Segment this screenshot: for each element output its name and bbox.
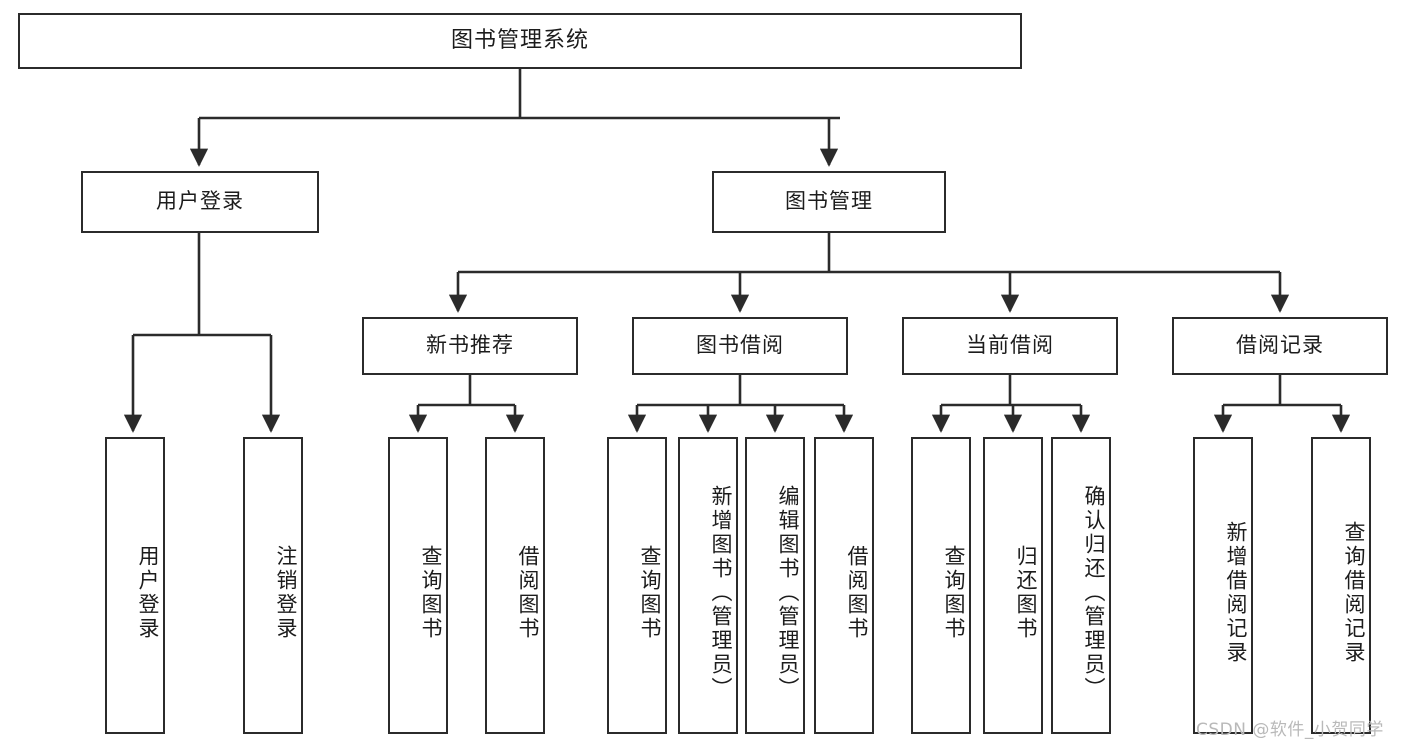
node-book-borrow[interactable]: 图书借阅 <box>632 317 848 375</box>
node-label-leaf-add-book: 新增图书（管理员） <box>709 484 733 701</box>
node-leaf-add-borrow-record[interactable]: 新增借阅记录 <box>1193 437 1253 734</box>
node-label-leaf-user-login: 用户登录 <box>136 544 160 641</box>
node-leaf-return-book[interactable]: 归还图书 <box>983 437 1043 734</box>
csdn-watermark: CSDN @软件_小贺同学 <box>1196 720 1384 740</box>
node-user-login[interactable]: 用户登录 <box>81 171 319 233</box>
node-borrow-record[interactable]: 借阅记录 <box>1172 317 1388 375</box>
node-label-leaf-confirm-return: 确认归还（管理员） <box>1082 484 1106 701</box>
node-label-leaf-user-logout: 注销登录 <box>274 544 298 641</box>
node-leaf-query-book-1[interactable]: 查询图书 <box>388 437 448 734</box>
node-leaf-edit-book[interactable]: 编辑图书（管理员） <box>745 437 805 734</box>
node-label-leaf-edit-book: 编辑图书（管理员） <box>776 484 800 701</box>
node-label-leaf-return-book: 归还图书 <box>1014 544 1038 641</box>
node-label-leaf-query-book-1: 查询图书 <box>419 544 443 641</box>
node-label-leaf-borrow-book-2: 借阅图书 <box>845 544 869 641</box>
node-label-book-manage: 图书管理 <box>785 189 873 214</box>
node-new-book-recommend[interactable]: 新书推荐 <box>362 317 578 375</box>
node-leaf-borrow-book-2[interactable]: 借阅图书 <box>814 437 874 734</box>
node-label-leaf-add-borrow-record: 新增借阅记录 <box>1224 520 1248 665</box>
node-label-leaf-query-book-2: 查询图书 <box>638 544 662 641</box>
node-label-new-book-recommend: 新书推荐 <box>426 333 514 358</box>
node-label-user-login: 用户登录 <box>156 189 244 214</box>
node-label-book-borrow: 图书借阅 <box>696 333 784 358</box>
node-leaf-user-logout[interactable]: 注销登录 <box>243 437 303 734</box>
node-leaf-confirm-return[interactable]: 确认归还（管理员） <box>1051 437 1111 734</box>
node-label-root: 图书管理系统 <box>450 27 589 53</box>
node-label-leaf-query-book-3: 查询图书 <box>942 544 966 641</box>
node-current-borrow[interactable]: 当前借阅 <box>902 317 1118 375</box>
node-leaf-borrow-book-1[interactable]: 借阅图书 <box>485 437 545 734</box>
node-label-leaf-borrow-book-1: 借阅图书 <box>516 544 540 641</box>
node-leaf-user-login[interactable]: 用户登录 <box>105 437 165 734</box>
node-label-leaf-query-borrow-record: 查询借阅记录 <box>1342 520 1366 665</box>
node-root[interactable]: 图书管理系统 <box>18 13 1022 69</box>
node-leaf-query-borrow-record[interactable]: 查询借阅记录 <box>1311 437 1371 734</box>
node-label-current-borrow: 当前借阅 <box>966 333 1054 358</box>
node-label-borrow-record: 借阅记录 <box>1236 333 1324 358</box>
node-leaf-add-book[interactable]: 新增图书（管理员） <box>678 437 738 734</box>
node-leaf-query-book-3[interactable]: 查询图书 <box>911 437 971 734</box>
node-leaf-query-book-2[interactable]: 查询图书 <box>607 437 667 734</box>
node-book-manage[interactable]: 图书管理 <box>712 171 946 233</box>
